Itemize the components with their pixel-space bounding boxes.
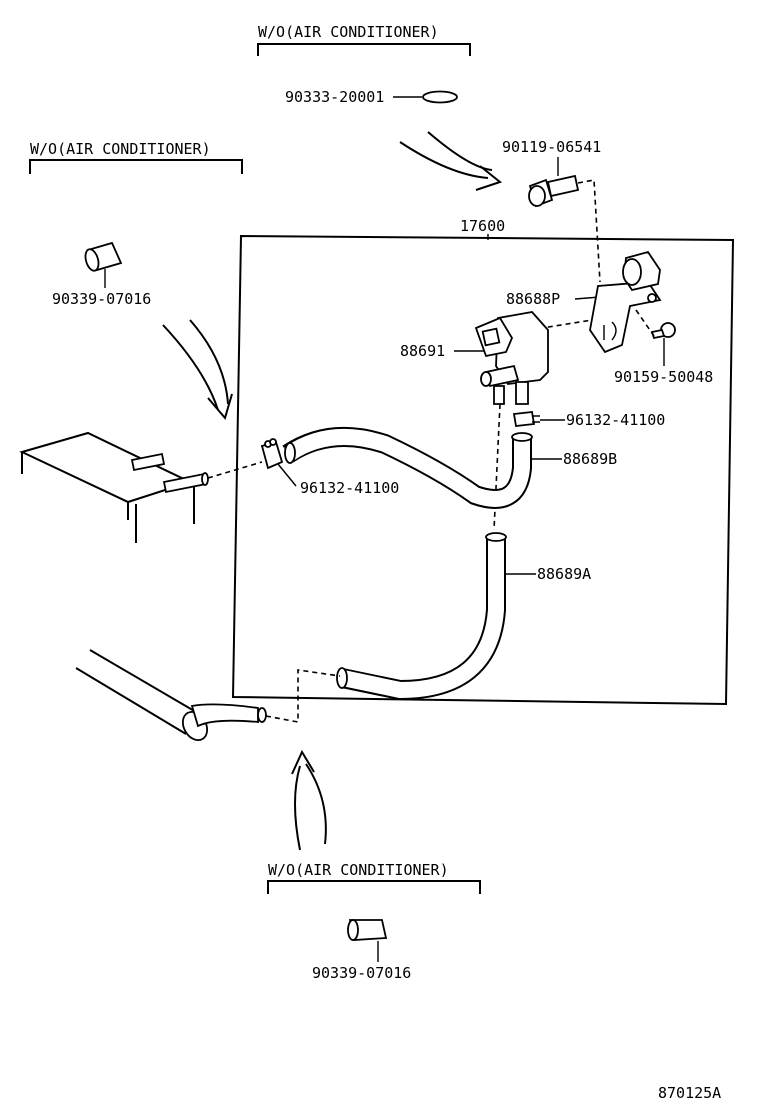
vsv-label: 88691 xyxy=(400,342,445,360)
note-left-bracket xyxy=(29,159,243,174)
bracket-icon xyxy=(589,250,662,354)
oring-part xyxy=(422,90,458,104)
clamp-right-icon xyxy=(512,411,540,427)
figure-id: 870125A xyxy=(658,1084,721,1102)
vsv-icon xyxy=(474,311,549,405)
assembly-label: 17600 xyxy=(460,217,505,235)
clamp-right-group: 96132-41100 xyxy=(512,411,665,429)
arrow-top-icon xyxy=(399,131,503,191)
clamp-right-label: 96132-41100 xyxy=(566,411,665,429)
bolt-group: 90119-06541 xyxy=(502,138,601,283)
note-top-group: W/O(AIR CONDITIONER) 90333-20001 xyxy=(257,23,503,191)
engine-block-icon xyxy=(19,431,263,543)
clamp-left-leader xyxy=(277,463,297,487)
plug-left-icon xyxy=(84,241,123,272)
note-bottom-label: W/O(AIR CONDITIONER) xyxy=(268,861,449,879)
hose-b-group: 88689B xyxy=(282,426,617,509)
note-top-bracket xyxy=(257,43,471,56)
bolt-label: 90119-06541 xyxy=(502,138,601,156)
hose-a-fill xyxy=(341,537,504,699)
plug-bottom-icon xyxy=(347,919,388,941)
clamp-left-icon xyxy=(260,438,284,470)
clamp-left-label: 96132-41100 xyxy=(300,479,399,497)
screw-group: 90159-50048 xyxy=(614,309,713,386)
hose-b-fill xyxy=(284,428,530,507)
oring-label: 90333-20001 xyxy=(285,88,384,106)
hose-a-group: 88689A xyxy=(336,532,591,701)
note-left-group: W/O(AIR CONDITIONER) 90339-07016 xyxy=(29,140,243,421)
screw-label: 90159-50048 xyxy=(614,368,713,386)
note-bottom-bracket xyxy=(267,880,481,894)
assembly-frame xyxy=(231,234,735,706)
bracket-group: 88688P xyxy=(506,250,662,354)
hose-b-label: 88689B xyxy=(563,450,617,468)
note-bottom-group: W/O(AIR CONDITIONER) 90339-07016 xyxy=(267,861,481,982)
hose-a-label: 88689A xyxy=(537,565,591,583)
bolt-dash xyxy=(577,179,601,283)
bolt-icon xyxy=(528,174,580,208)
intake-pipe-icon xyxy=(75,649,341,742)
clamp-left-group: 96132-41100 xyxy=(260,438,399,497)
plug-left-label: 90339-07016 xyxy=(52,290,151,308)
vsv-group: 88691 xyxy=(400,311,549,531)
vsv-dash xyxy=(493,403,501,531)
arrow-left-icon xyxy=(162,319,233,421)
assembly-box: 17600 xyxy=(231,217,735,706)
note-left-label: W/O(AIR CONDITIONER) xyxy=(30,140,211,158)
bracket-label: 88688P xyxy=(506,290,560,308)
plug-bottom-label: 90339-07016 xyxy=(312,964,411,982)
note-top-label: W/O(AIR CONDITIONER) xyxy=(258,23,439,41)
screw-icon xyxy=(650,322,676,340)
arrow-bottom-icon xyxy=(291,749,327,851)
